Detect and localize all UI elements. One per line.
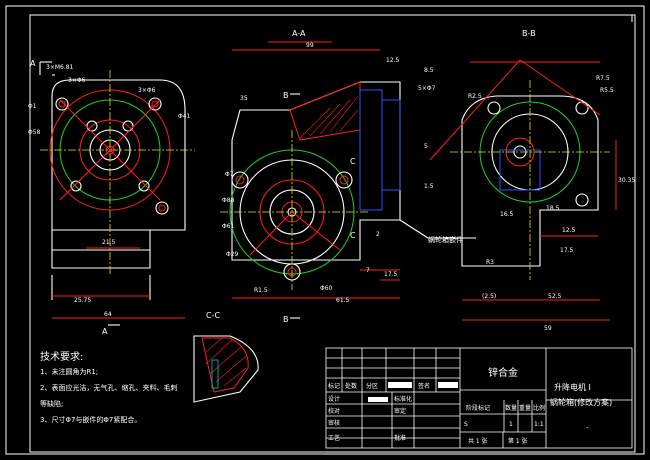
- dim-r3: R3: [486, 259, 494, 266]
- dim-phi1: Φ1: [28, 103, 37, 110]
- tb-qty-label: 数量: [505, 404, 517, 412]
- tb-stage-label: 阶段标记: [466, 404, 490, 412]
- tb-sheets: 共 1 张: [468, 437, 488, 445]
- dim-17-5-b: 17.5: [560, 247, 574, 254]
- tb-label-review: 审核: [328, 419, 340, 427]
- dim-7: 7: [366, 267, 370, 274]
- label-c-top: C: [350, 157, 356, 166]
- tb-qty-value: 1: [509, 421, 513, 428]
- tb-label-approve: 批准: [394, 434, 406, 442]
- tb-scale-value: 1:1: [534, 421, 544, 428]
- tb-label-mark: 标记: [328, 382, 340, 390]
- front-label-a-bottom: A: [102, 327, 108, 336]
- tb-label-check: 校对: [328, 407, 340, 415]
- dim-12-5: 12.5: [386, 57, 400, 64]
- dim-phi7: Φ7: [225, 171, 234, 178]
- dim-2-5: (2.5): [482, 293, 496, 300]
- dim-25-75: 25.75: [74, 297, 91, 304]
- label-c-bottom: C: [350, 231, 356, 240]
- tb-label-design: 设计: [328, 395, 340, 403]
- tb-label-process: 工艺: [328, 434, 340, 442]
- tb-part-name-1: 升降电机 I: [554, 382, 591, 392]
- section-bb-view: [429, 59, 617, 321]
- tb-sheet-no: 第 1 张: [508, 437, 528, 445]
- dim-52-5: 52.5: [548, 293, 562, 300]
- label-bb: B-B: [522, 29, 536, 38]
- inner-border: [29, 14, 636, 453]
- dim-phi88: Φ88: [222, 197, 235, 204]
- dim-3xm6: 3×M6.81: [46, 64, 74, 71]
- dim-phi29: Φ29: [226, 251, 239, 258]
- dim-2: 2: [376, 231, 380, 238]
- dim-16-5: 16.5: [500, 211, 514, 218]
- tb-stage-value: S: [464, 421, 468, 428]
- tb-scale-label: 比例: [533, 404, 545, 412]
- tech-item-2: 2、表面应光洁，无气孔、缩孔、夹料、毛刺: [40, 383, 177, 392]
- dim-30-35: 30.35: [618, 177, 635, 184]
- dim-r1-5: R1.5: [254, 287, 268, 294]
- dim-phi58: Φ58: [28, 129, 41, 136]
- dim-3xphi6-b: 3×Φ6: [138, 87, 156, 94]
- tech-title: 技术要求:: [40, 350, 83, 363]
- dim-r5-5: R5.5: [600, 87, 614, 94]
- dim-phi61: Φ61: [222, 223, 235, 230]
- dim-21-5: 21.5: [102, 239, 116, 246]
- outer-border: [5, 5, 645, 455]
- front-view: [39, 61, 195, 326]
- label-cc: C-C: [206, 311, 220, 320]
- dim-phi41: Φ41: [178, 113, 191, 120]
- label-b-bottom: B: [283, 315, 289, 324]
- tech-item-4: 3、尺寸Φ7与嵌件的Φ7紧配合。: [40, 415, 141, 424]
- title-block: [325, 347, 633, 449]
- dim-12-5-b: 12.5: [562, 227, 576, 234]
- front-label-a-top: A: [30, 59, 36, 68]
- tb-dash: -: [586, 424, 589, 432]
- dim-5xphi7: 5×Φ7: [418, 85, 436, 92]
- dim-35: 35: [240, 95, 248, 102]
- dim-5: 5: [424, 143, 428, 150]
- dim-3xphi6-a: 3×Φ6: [68, 77, 86, 84]
- tb-weight-label: 重量: [519, 404, 531, 412]
- corner-mark: [626, 14, 633, 22]
- section-cc-view: [193, 335, 259, 403]
- tb-label-count: 处数: [345, 382, 357, 390]
- dim-64: 64: [104, 311, 112, 318]
- tb-label-sign: 签名: [418, 382, 430, 390]
- dim-99: 99: [306, 42, 314, 49]
- dim-61-5: 61.5: [336, 297, 350, 304]
- label-b-top: B: [283, 91, 289, 100]
- dim-17-5: 17.5: [384, 271, 398, 278]
- label-aa: A-A: [292, 29, 306, 38]
- dim-r7-5: R7.5: [596, 75, 610, 82]
- dim-18-5: 18.5: [546, 205, 560, 212]
- dim-8-5: 8.5: [424, 67, 434, 74]
- tb-part-name-2: 蜗轮箱(修改方案): [550, 397, 612, 407]
- tb-label-approve-final: 审定: [394, 407, 406, 415]
- tb-material: 锌合金: [488, 366, 518, 379]
- tech-item-3: 等缺陷;: [40, 399, 63, 408]
- section-aa-view: [220, 41, 401, 319]
- tb-label-zone: 分区: [366, 382, 378, 390]
- dim-r2-5: R2.5: [468, 93, 482, 100]
- tb-label-standard: 标准化: [394, 395, 412, 403]
- callout-leader: [399, 219, 429, 239]
- dim-59: 59: [544, 325, 552, 332]
- dim-phi60: Φ60: [320, 285, 333, 292]
- dim-1-5: 1.5: [424, 183, 434, 190]
- callout-insert: 蜗轮箱嵌件: [428, 235, 463, 244]
- tech-item-1: 1、未注圆角为R1;: [40, 367, 98, 376]
